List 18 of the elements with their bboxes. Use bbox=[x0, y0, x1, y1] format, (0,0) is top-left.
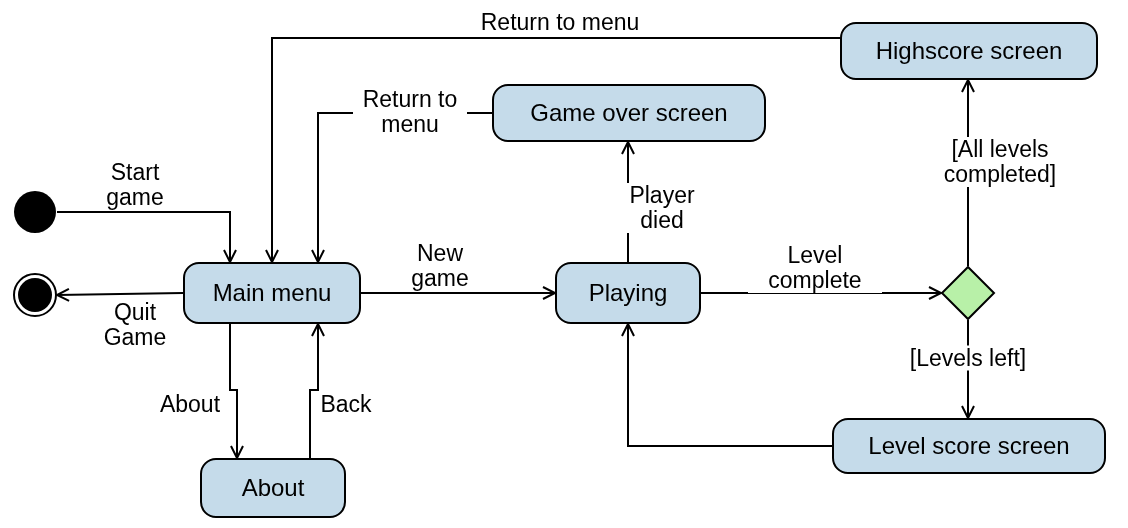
state-box: Main menu bbox=[183, 262, 361, 324]
state-box: Highscore screen bbox=[840, 22, 1098, 80]
initial-state-dot bbox=[13, 190, 57, 234]
transition-arrow bbox=[229, 323, 244, 459]
state-box: Level score screen bbox=[832, 418, 1106, 474]
state-box: Game over screen bbox=[492, 84, 766, 142]
transition-arrow bbox=[56, 211, 237, 263]
transition-arrow bbox=[265, 37, 841, 263]
final-state-dot bbox=[13, 273, 57, 317]
transition-arrow bbox=[360, 286, 556, 300]
transition-arrow bbox=[700, 286, 942, 300]
transition-arrow bbox=[309, 323, 325, 459]
transition-arrow bbox=[56, 287, 184, 302]
transition-arrow bbox=[621, 323, 833, 447]
edge-label: Level complete bbox=[748, 243, 882, 293]
decision-diamond bbox=[941, 266, 995, 320]
state-box: About bbox=[200, 458, 346, 518]
state-box: Playing bbox=[555, 262, 701, 324]
